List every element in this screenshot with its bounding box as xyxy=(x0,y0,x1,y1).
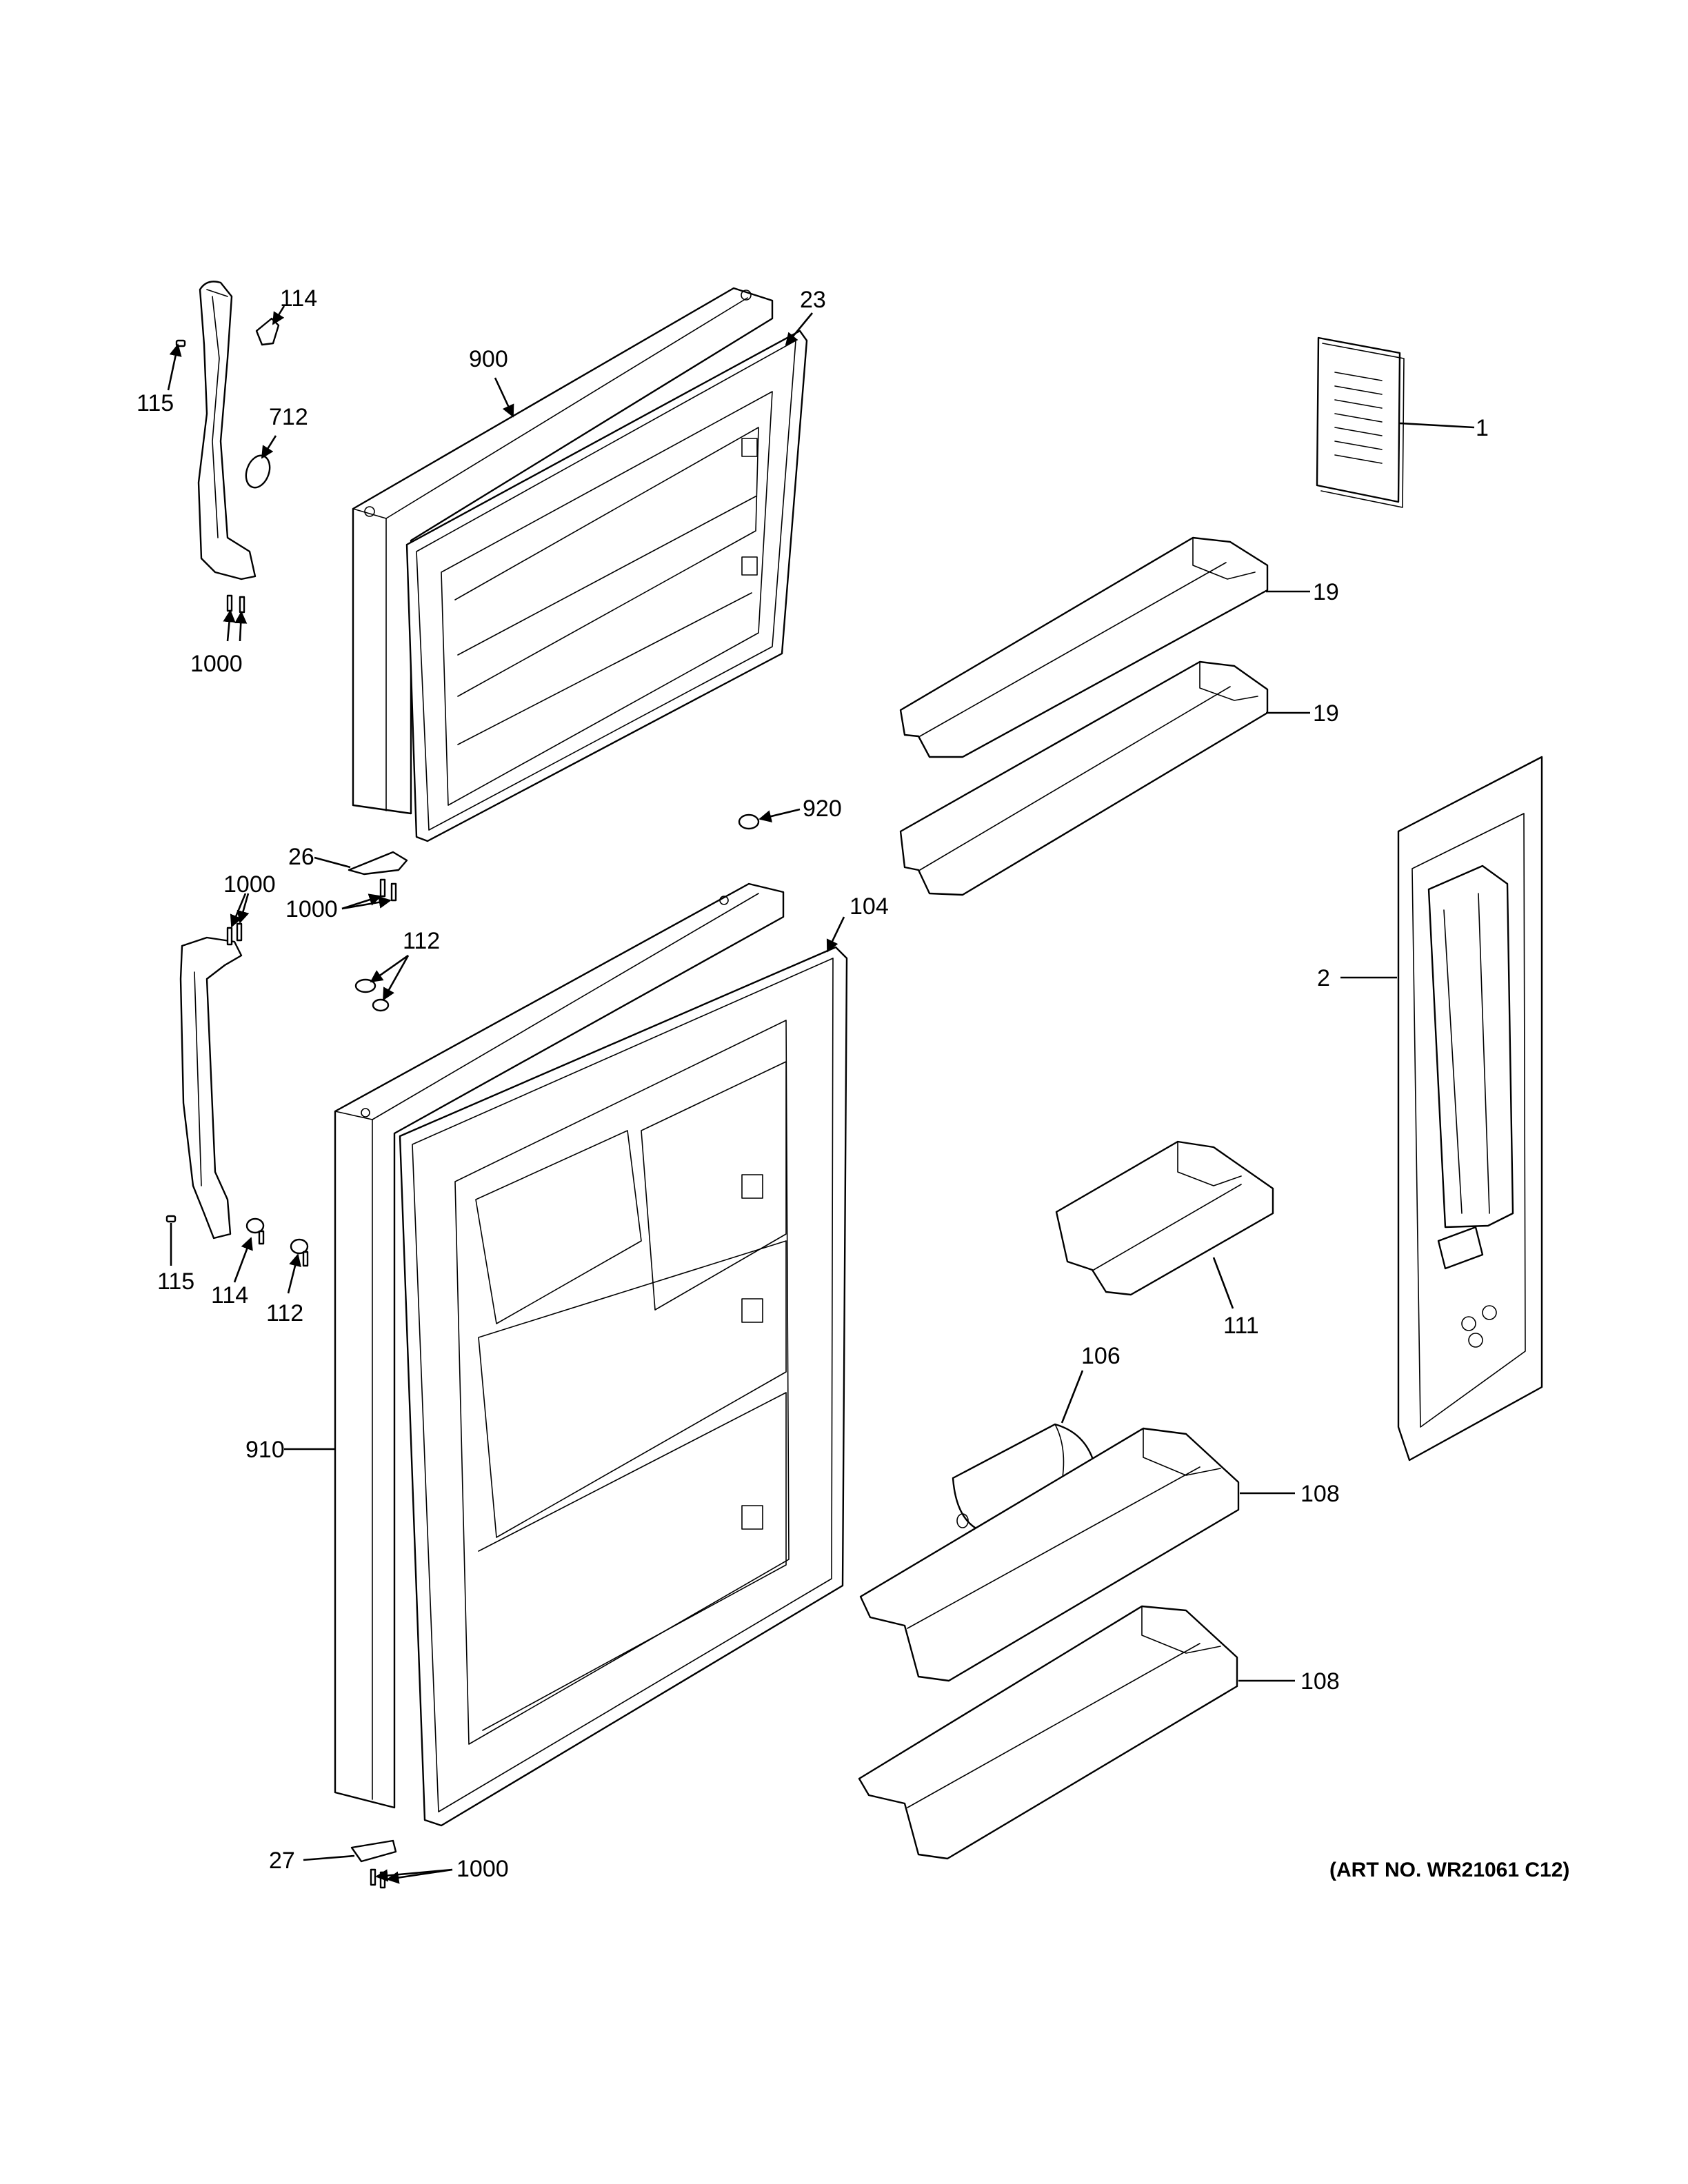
callout-1000-handle: 1000 xyxy=(223,871,276,898)
freezer-gasket-23 xyxy=(405,330,808,842)
callout-108-lower: 108 xyxy=(1300,1668,1340,1695)
handle-plug-114-top xyxy=(255,317,280,346)
screws-1000-hinge xyxy=(379,878,397,902)
callout-114-top: 114 xyxy=(280,285,317,312)
callout-2: 2 xyxy=(1317,965,1330,991)
owners-manual-1 xyxy=(1316,336,1405,508)
screws-1000-top xyxy=(226,594,245,614)
fresh-food-gasket-104 xyxy=(399,946,848,1827)
hinge-26 xyxy=(348,851,408,876)
gasket-ring-712 xyxy=(245,454,271,489)
freezer-door-bin-19-upper xyxy=(899,536,1269,758)
callout-labels: 114 115 712 1000 900 23 1 19 19 920 26 1… xyxy=(137,285,1489,1882)
callout-106: 106 xyxy=(1081,1343,1121,1369)
fresh-food-door-910 xyxy=(334,882,785,1809)
hinge-27 xyxy=(350,1839,397,1863)
leader-lines xyxy=(167,305,1475,1884)
screws-112-pair xyxy=(354,978,390,1012)
callout-108-upper: 108 xyxy=(1300,1481,1340,1507)
callout-115-bottom: 115 xyxy=(157,1268,194,1295)
callout-900: 900 xyxy=(469,346,508,372)
screws-1000-bottom xyxy=(370,1868,386,1889)
door-bin-108-upper xyxy=(859,1427,1240,1682)
callout-920: 920 xyxy=(803,796,842,822)
callout-112-single: 112 xyxy=(266,1300,303,1326)
callout-1000-top: 1000 xyxy=(190,651,243,677)
freezer-door-bin-19-lower xyxy=(899,660,1269,896)
callout-27: 27 xyxy=(269,1848,295,1874)
freezer-handle xyxy=(197,281,257,580)
handle-package-2 xyxy=(1397,756,1543,1462)
callout-112-pair: 112 xyxy=(403,928,440,954)
callout-19-lower: 19 xyxy=(1313,700,1339,727)
door-stop-920 xyxy=(738,813,760,830)
callout-115-top: 115 xyxy=(137,390,174,416)
handle-plug-114-bottom xyxy=(245,1217,265,1245)
callout-104: 104 xyxy=(850,893,889,920)
callout-111: 111 xyxy=(1223,1313,1259,1339)
freezer-door-900 xyxy=(352,287,774,815)
callout-19-upper: 19 xyxy=(1313,579,1339,605)
callout-1: 1 xyxy=(1476,415,1489,441)
callout-1000-bottom: 1000 xyxy=(456,1856,509,1882)
callout-26: 26 xyxy=(288,844,314,870)
door-bin-108-lower xyxy=(858,1605,1238,1860)
screw-115-bottom xyxy=(165,1215,177,1223)
callout-23: 23 xyxy=(800,287,826,313)
dairy-door-bin-111 xyxy=(1055,1140,1274,1296)
screw-112-single xyxy=(290,1238,309,1267)
callout-712: 712 xyxy=(269,404,308,430)
callout-910: 910 xyxy=(245,1437,285,1463)
screws-1000-handle xyxy=(226,922,243,946)
fresh-food-handle xyxy=(179,936,243,1240)
callout-114-bottom: 114 xyxy=(211,1282,248,1308)
art-number: (ART NO. WR21061 C12) xyxy=(1329,1859,1569,1881)
callout-1000-hinge: 1000 xyxy=(285,896,338,922)
